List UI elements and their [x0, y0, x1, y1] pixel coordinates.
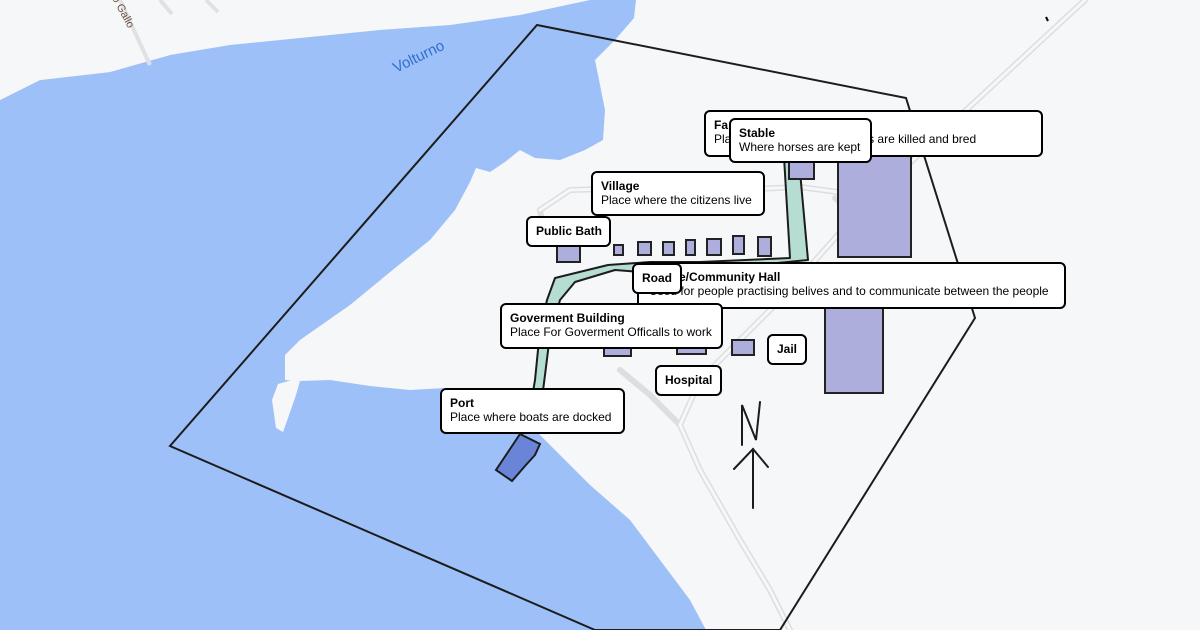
government-callout[interactable]: Goverment Building Place For Goverment O… — [500, 303, 723, 349]
village-house[interactable] — [662, 241, 675, 256]
hospital-callout[interactable]: Hospital — [655, 365, 722, 396]
stable-callout[interactable]: Stable Where horses are kept — [729, 118, 872, 163]
village-description: Place where the citizens live — [601, 193, 752, 207]
road-title: Road — [642, 271, 672, 285]
village-house[interactable] — [637, 241, 652, 256]
jail-title: Jail — [777, 342, 798, 356]
public-bath-building[interactable] — [556, 245, 581, 263]
stable-description: Where horses are kept — [739, 140, 861, 154]
temple-title: e/Community Hall — [679, 270, 781, 284]
port-callout[interactable]: Port Place where boats are docked — [440, 388, 625, 434]
temple-description: Used for people practising belives and t… — [649, 284, 1049, 298]
map-mark — [1045, 16, 1049, 22]
farm-building[interactable] — [837, 149, 912, 258]
hospital-title: Hospital — [665, 373, 713, 387]
port-title: Port — [450, 396, 474, 410]
village-house[interactable] — [757, 236, 772, 257]
temple-callout[interactable]: e/Community Hall Used for people practis… — [637, 262, 1066, 309]
road-callout[interactable]: Road — [632, 263, 682, 294]
village-house[interactable] — [706, 238, 722, 256]
water-body — [0, 0, 706, 630]
village-callout[interactable]: Village Place where the citizens live — [591, 171, 765, 216]
public-bath-title: Public Bath — [536, 224, 603, 238]
north-arrow-icon — [733, 401, 769, 509]
government-description: Place For Goverment Officalls to work — [510, 325, 712, 339]
village-house[interactable] — [732, 235, 745, 255]
public-bath-callout[interactable]: Public Bath — [526, 216, 611, 247]
settlement-boundary — [168, 23, 977, 630]
port-dock[interactable] — [494, 432, 542, 483]
village-house[interactable] — [685, 239, 696, 256]
government-title: Goverment Building — [510, 311, 625, 325]
land-north-corner — [0, 0, 40, 100]
jail-building[interactable] — [731, 339, 755, 356]
temple-building[interactable] — [824, 294, 884, 394]
land-peninsula — [272, 380, 300, 432]
jail-callout[interactable]: Jail — [767, 334, 807, 365]
farm-title: Fa — [714, 118, 729, 132]
stable-title: Stable — [739, 126, 776, 140]
village-title: Village — [601, 179, 640, 193]
village-house[interactable] — [613, 244, 624, 256]
port-description: Place where boats are docked — [450, 410, 612, 424]
pier-lines — [118, 0, 220, 66]
land-north-bank — [40, 0, 250, 80]
